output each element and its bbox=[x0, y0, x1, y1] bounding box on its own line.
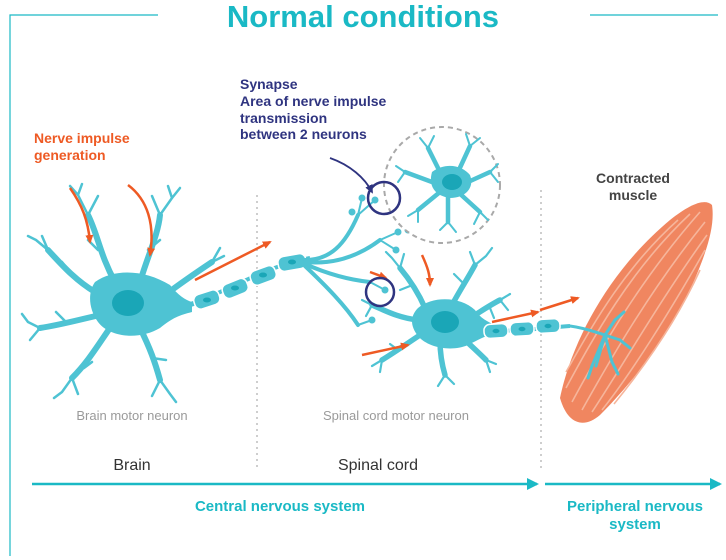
brain-region-label: Brain bbox=[92, 456, 172, 475]
brain-motor-neuron-label: Brain motor neuron bbox=[46, 408, 218, 424]
synapse-line-4: between 2 neurons bbox=[240, 126, 386, 143]
brain-motor-neuron bbox=[22, 184, 224, 402]
synapse-line-3: transmission bbox=[240, 110, 386, 127]
contracted-muscle-label: Contracted muscle bbox=[574, 170, 692, 204]
spinal-motor-neuron bbox=[362, 248, 510, 386]
nerve-impulse-line-2: generation bbox=[34, 147, 130, 164]
peripheral-nervous-system-label: Peripheral nervous system bbox=[546, 498, 724, 534]
peripheral-line-2: system bbox=[546, 516, 724, 534]
nerve-impulse-line-1: Nerve impulse bbox=[34, 130, 130, 147]
spinal-cord-motor-neuron-label: Spinal cord motor neuron bbox=[296, 408, 496, 424]
spinal-cord-region-label: Spinal cord bbox=[318, 456, 438, 475]
central-nervous-system-label: Central nervous system bbox=[140, 498, 420, 516]
contracted-muscle-line-1: Contracted bbox=[574, 170, 692, 187]
diagram-title: Normal conditions bbox=[0, 0, 726, 35]
synapse-line-2: Area of nerve impulse bbox=[240, 93, 386, 110]
synapse-label: Synapse Area of nerve impulse transmissi… bbox=[240, 76, 386, 143]
synapse-magnified-neuron bbox=[384, 127, 500, 243]
contracted-muscle bbox=[560, 202, 713, 423]
synapse-line-1: Synapse bbox=[240, 76, 386, 93]
contracted-muscle-line-2: muscle bbox=[574, 187, 692, 204]
nerve-impulse-generation-label: Nerve impulse generation bbox=[34, 130, 130, 164]
peripheral-line-1: Peripheral nervous bbox=[546, 498, 724, 516]
